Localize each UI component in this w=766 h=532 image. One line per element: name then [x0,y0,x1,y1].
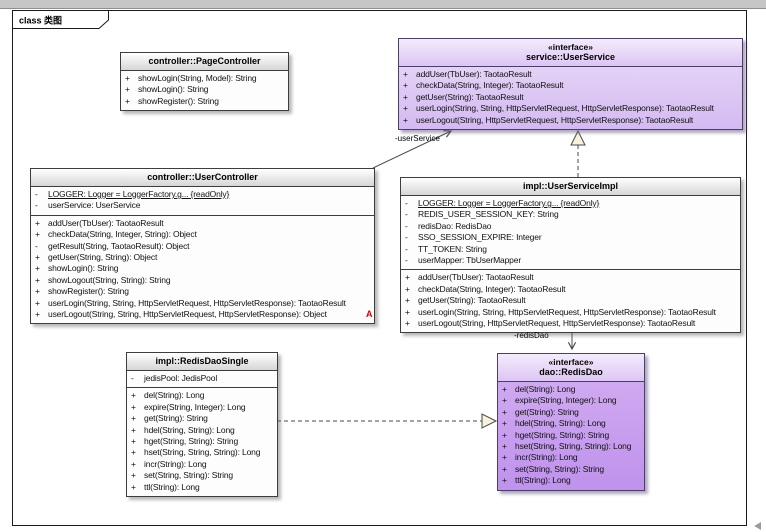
window-top-strip [0,0,766,9]
member-row: +showLogout(String, String): String [35,274,171,285]
member-row: +showLogin(): String [125,84,209,95]
member-row: +set(String, String): String [131,470,234,481]
methods-compartment: +addUser(TbUser): TaotaoResult+checkData… [31,214,374,324]
member-row: +addUser(TbUser): TaotaoResult [405,272,534,283]
class-name: impl::RedisDaoSingle [155,356,249,366]
attributes-compartment: -LOGGER: Logger = LoggerFactory.g... {re… [401,195,740,269]
member-row: +showRegister(): String [35,286,129,297]
member-row: +checkData(String, Integer): TaotaoResul… [403,80,564,91]
member-row: +expire(String, Integer): Long [502,395,617,406]
member-row: +showLogin(): String [35,263,119,274]
member-row: +userLogout(String, String, HttpServletR… [35,309,327,320]
member-row: +getUser(String, String): Object [35,252,158,263]
methods-compartment: +showLogin(String, Model): String+showLo… [121,70,288,110]
class-name: service::UserService [525,52,616,62]
attributes-compartment: -LOGGER: Logger = LoggerFactory.g... {re… [31,186,374,215]
stereotype-label: «interface» [548,42,593,52]
member-row: +hset(String, String, String): Long [131,447,261,458]
class-box-pagecontroller[interactable]: controller::PageController +showLogin(St… [120,52,289,112]
member-row: +getUser(String): TaotaoResult [405,295,526,306]
association-role-label-redisdao[interactable]: -redisDao [514,331,549,340]
member-row: +hset(String, String, String): Long [502,441,632,452]
member-row: +userLogin(String, String, HttpServletRe… [35,297,346,308]
member-row: +get(String): String [502,406,579,417]
member-row: +ttl(String): Long [131,481,200,492]
member-row: +hget(String, String): String [502,429,610,440]
class-name: impl::UserServiceImpl [522,181,619,191]
canvas-corner-marker-icon [754,522,761,530]
member-row: +userLogin(String, String, HttpServletRe… [405,306,716,317]
member-row: +checkData(String, Integer): TaotaoResul… [405,283,566,294]
member-row: -LOGGER: Logger = LoggerFactory.g... {re… [35,189,230,199]
class-box-usercontroller[interactable]: controller::UserController -LOGGER: Logg… [30,168,375,325]
methods-compartment: +del(String): Long+expire(String, Intege… [127,387,277,496]
member-row: -SSO_SESSION_EXPIRE: Integer [405,232,542,243]
uml-frame-border [12,10,747,526]
member-row: +get(String): String [131,413,208,424]
class-header: controller::PageController [121,53,288,70]
member-row: -getResult(String, TaotaoResult): Object [35,240,190,251]
class-box-redisdaosingle[interactable]: impl::RedisDaoSingle -jedisPool: JedisPo… [126,352,278,498]
class-name: dao::RedisDao [539,367,603,377]
diagram-frame-tab[interactable]: class 类图 [12,10,112,30]
association-role-label-userservice[interactable]: -userService [395,134,440,143]
member-row: +hdel(String, String): Long [502,418,606,429]
member-row: +del(String): Long [131,390,205,401]
member-row: +ttl(String): Long [502,475,571,486]
class-header: «interface» service::UserService [399,39,742,66]
member-row: +userLogin(String, String, HttpServletRe… [403,103,714,114]
methods-compartment: +del(String): Long+expire(String, Intege… [498,381,644,490]
member-row: +getUser(String): TaotaoResult [403,91,524,102]
member-row: +del(String): Long [502,384,576,394]
member-row: +incr(String): Long [131,458,207,469]
member-row: +expire(String, Integer): Long [131,401,246,412]
member-row: +hget(String, String): String [131,436,239,447]
member-row: +addUser(TbUser): TaotaoResult [35,217,164,228]
frame-tab-pentagon-icon: class 类图 [12,10,109,29]
member-row: +set(String, String): String [502,463,605,474]
member-row: +userLogout(String, HttpServletRequest, … [405,318,696,329]
member-row: +userLogout(String, HttpServletRequest, … [403,114,694,125]
member-row: +hdel(String, String): Long [131,424,235,435]
member-row: +incr(String): Long [502,452,578,463]
member-row: -userService: UserService [35,200,141,211]
member-row: -userMapper: TbUserMapper [405,255,522,266]
class-name: controller::PageController [148,56,261,66]
class-header: impl::UserServiceImpl [401,178,740,195]
interface-box-redisdao[interactable]: «interface» dao::RedisDao +del(String): … [497,353,645,491]
class-box-userserviceimpl[interactable]: impl::UserServiceImpl -LOGGER: Logger = … [400,177,741,334]
class-header: controller::UserController [31,169,374,186]
methods-compartment: +addUser(TbUser): TaotaoResult+checkData… [401,269,740,332]
member-row: +showLogin(String, Model): String [125,73,257,83]
interface-box-userservice[interactable]: «interface» service::UserService +addUse… [398,38,743,131]
member-row: -jedisPool: JedisPool [131,373,218,383]
member-row: -LOGGER: Logger = LoggerFactory.g... {re… [405,198,600,208]
member-row: +showRegister(): String [125,95,219,106]
frame-tab-label: class 类图 [19,15,62,26]
member-row: +checkData(String, Integer, String): Obj… [35,229,197,240]
class-header: impl::RedisDaoSingle [127,353,277,370]
stereotype-label: «interface» [548,357,594,367]
class-name: controller::UserController [147,172,258,182]
member-row: +addUser(TbUser): TaotaoResult [403,69,532,79]
error-annotation-marker: A [366,309,373,319]
member-row: -REDIS_USER_SESSION_KEY: String [405,209,559,220]
methods-compartment: +addUser(TbUser): TaotaoResult+checkData… [399,66,742,130]
class-header: «interface» dao::RedisDao [498,354,644,381]
attributes-compartment: -jedisPool: JedisPool [127,370,277,387]
member-row: -redisDao: RedisDao [405,220,492,231]
member-row: -TT_TOKEN: String [405,243,487,254]
